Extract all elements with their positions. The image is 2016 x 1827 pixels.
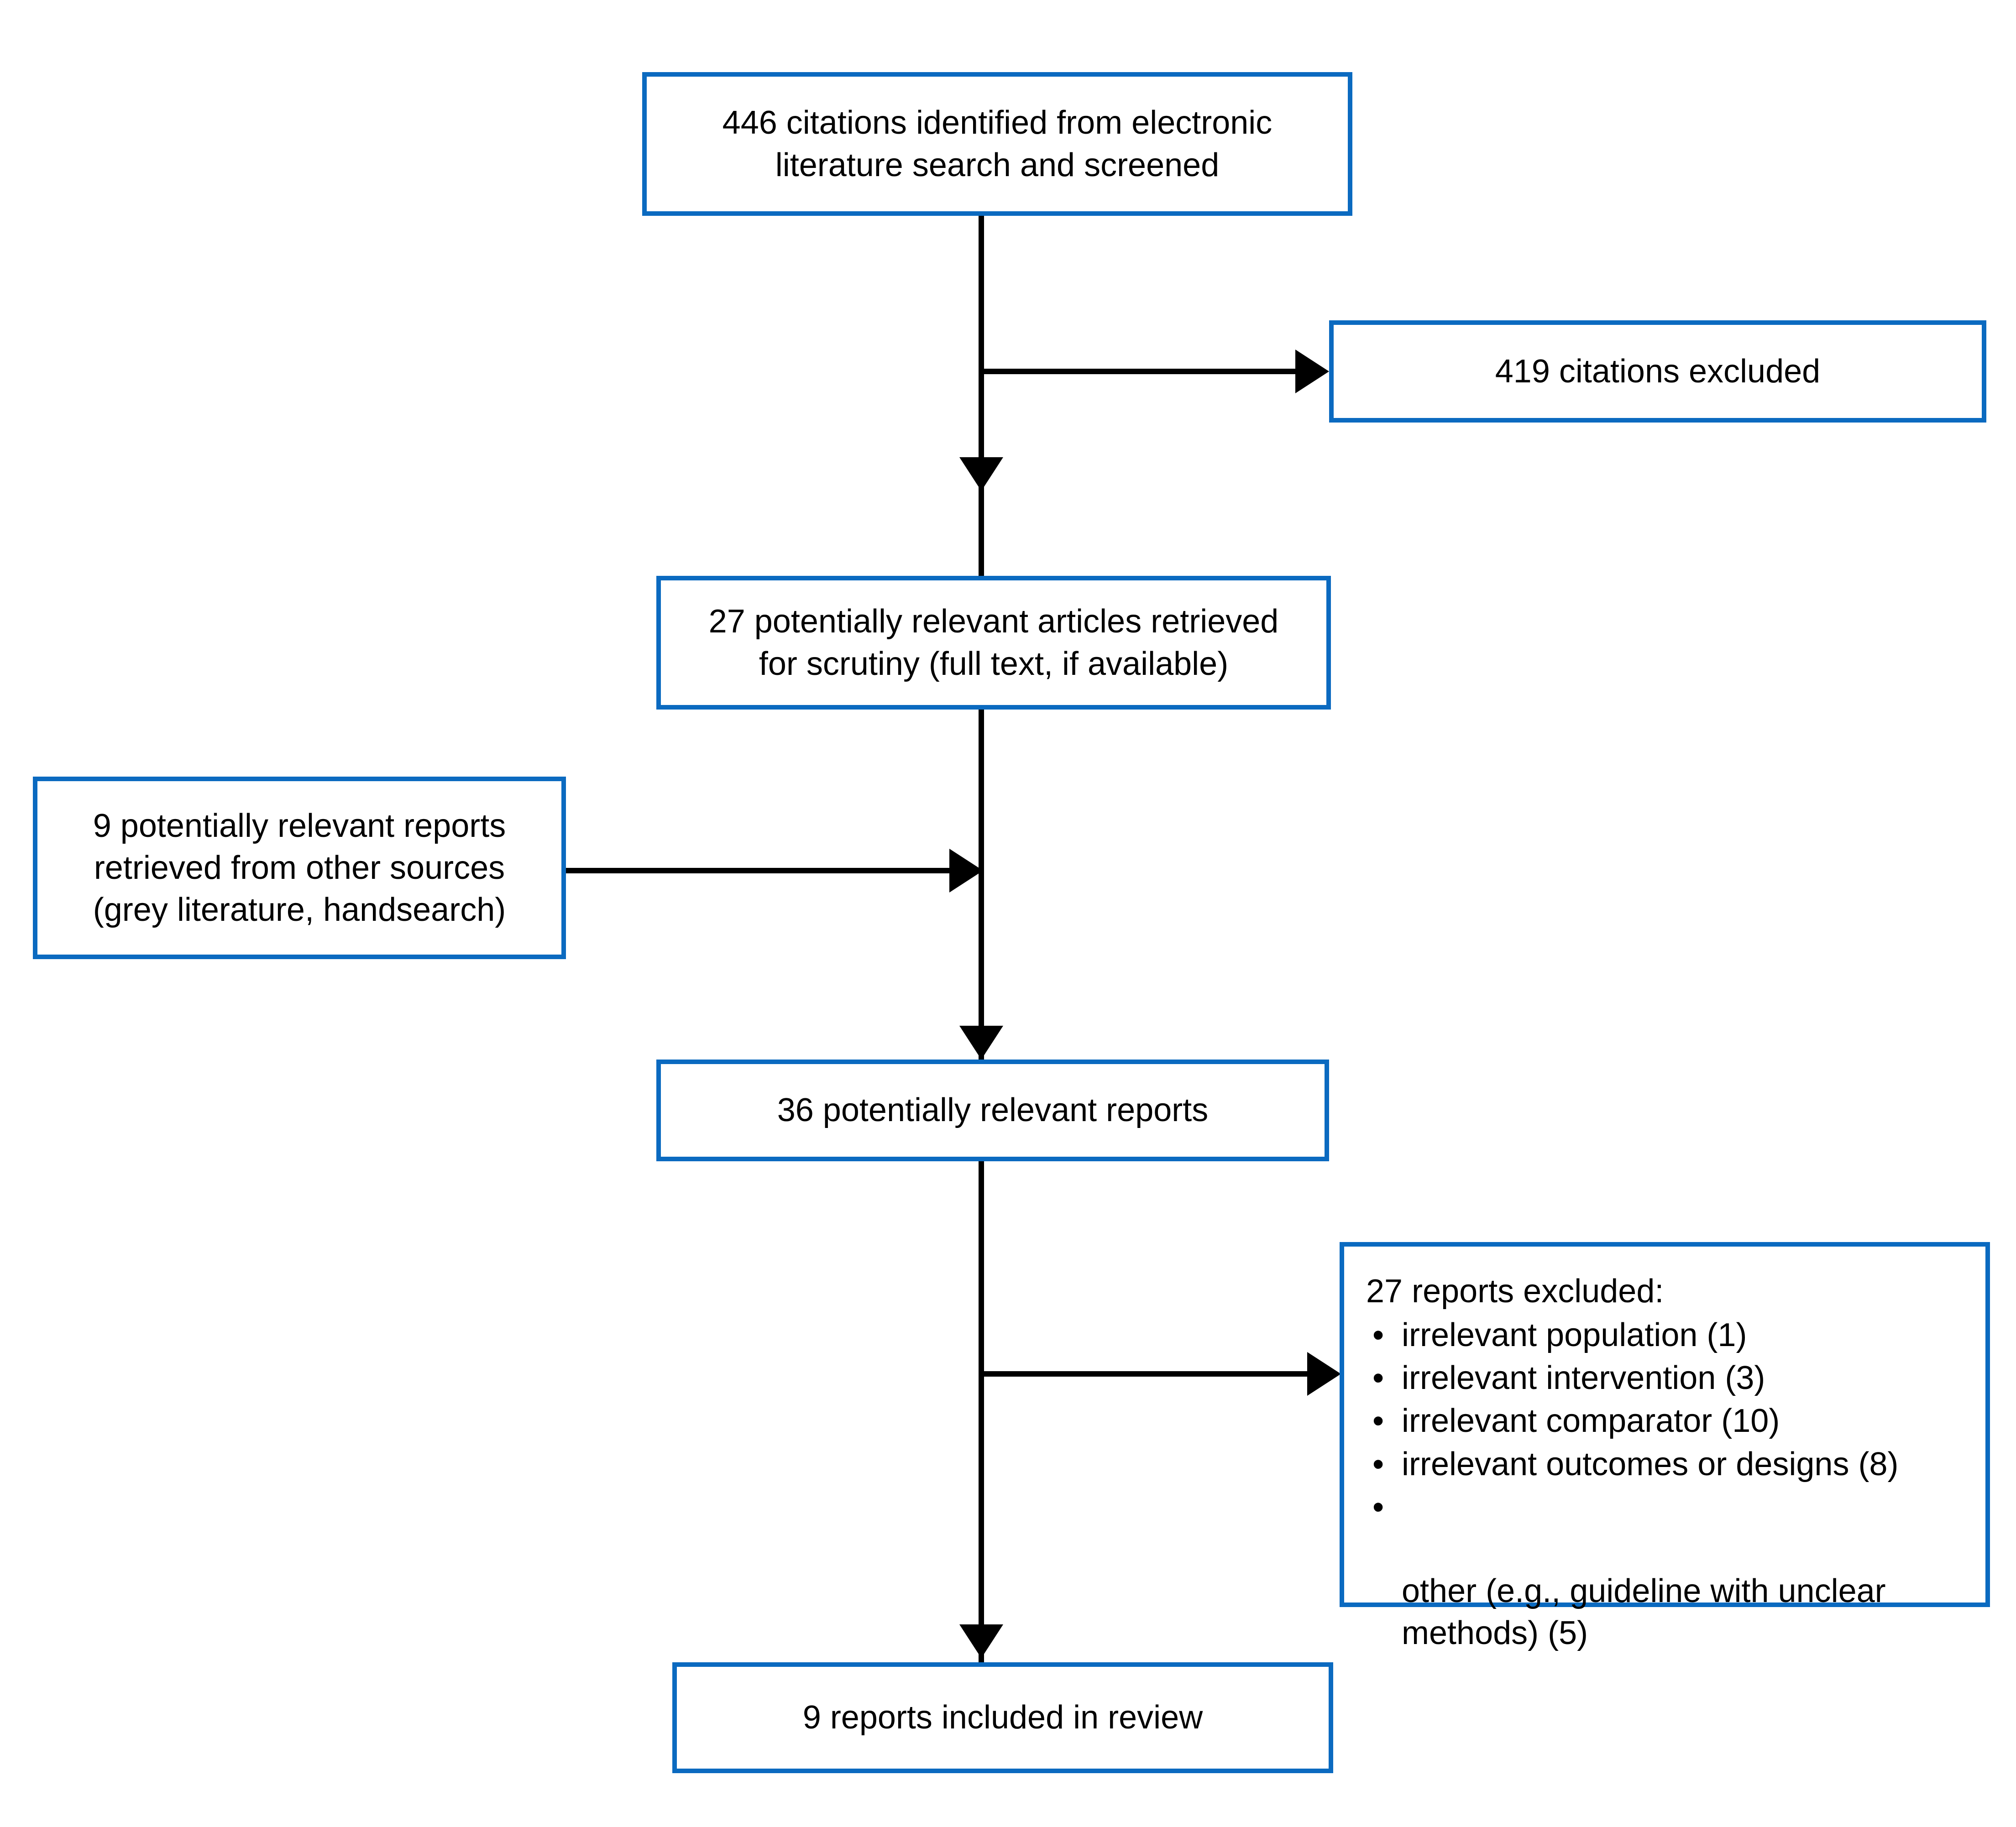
node-reports-included: 9 reports included in review	[672, 1662, 1333, 1773]
reports-excluded-reason-list: • irrelevant population (1) • irrelevant…	[1366, 1314, 1967, 1654]
list-item: • other (e.g., guideline with unclear me…	[1366, 1486, 1967, 1655]
arrowhead-included	[959, 1624, 1003, 1658]
node-relevant-reports-label: 36 potentially relevant reports	[777, 1092, 1209, 1129]
connector-other-sources-to-spine	[566, 868, 952, 873]
list-item: • irrelevant intervention (3)	[1366, 1357, 1967, 1399]
bullet-icon: •	[1372, 1317, 1384, 1354]
node-citations-identified-label: 446 citations identified from electronic…	[722, 104, 1272, 183]
node-reports-excluded-title: 27 reports excluded:	[1366, 1273, 1664, 1310]
connector-identified-to-retrieved	[979, 216, 984, 672]
reason-label: other (e.g., guideline with unclear meth…	[1402, 1573, 1886, 1652]
node-citations-identified: 446 citations identified from electronic…	[642, 72, 1352, 216]
connector-relevant-reports-to-reports-excluded	[979, 1371, 1310, 1377]
arrowhead-reports-excluded	[1307, 1352, 1341, 1396]
bullet-icon: •	[1372, 1488, 1384, 1525]
reason-label: irrelevant outcomes or designs (8)	[1402, 1446, 1899, 1482]
node-citations-excluded-label: 419 citations excluded	[1495, 353, 1821, 390]
connector-relevant-reports-to-included	[979, 1161, 984, 1668]
node-other-sources-label: 9 potentially relevant reports retrieved…	[93, 807, 506, 929]
arrowhead-other-sources	[949, 849, 983, 893]
list-item: • irrelevant population (1)	[1366, 1314, 1967, 1356]
node-articles-retrieved-label: 27 potentially relevant articles retriev…	[708, 603, 1279, 682]
connector-identified-to-citations-excluded	[979, 369, 1298, 374]
list-item: • irrelevant comparator (10)	[1366, 1400, 1967, 1442]
bullet-icon: •	[1372, 1446, 1384, 1482]
bullet-icon: •	[1372, 1360, 1384, 1397]
reason-label: irrelevant population (1)	[1402, 1317, 1747, 1354]
node-reports-included-label: 9 reports included in review	[802, 1699, 1203, 1736]
reason-label: irrelevant intervention (3)	[1402, 1360, 1765, 1397]
arrowhead-relevant-reports	[959, 1026, 1003, 1060]
arrowhead-identified-to-retrieved	[959, 457, 1003, 491]
node-citations-excluded: 419 citations excluded	[1329, 320, 1986, 423]
node-articles-retrieved: 27 potentially relevant articles retriev…	[656, 576, 1331, 710]
reason-label: irrelevant comparator (10)	[1402, 1403, 1780, 1440]
bullet-icon: •	[1372, 1403, 1384, 1440]
node-reports-excluded: 27 reports excluded: • irrelevant popula…	[1340, 1242, 1990, 1651]
list-item: • irrelevant outcomes or designs (8)	[1366, 1443, 1967, 1485]
arrowhead-citations-excluded	[1295, 350, 1329, 393]
node-relevant-reports: 36 potentially relevant reports	[656, 1060, 1329, 1161]
node-other-sources: 9 potentially relevant reports retrieved…	[33, 777, 566, 959]
